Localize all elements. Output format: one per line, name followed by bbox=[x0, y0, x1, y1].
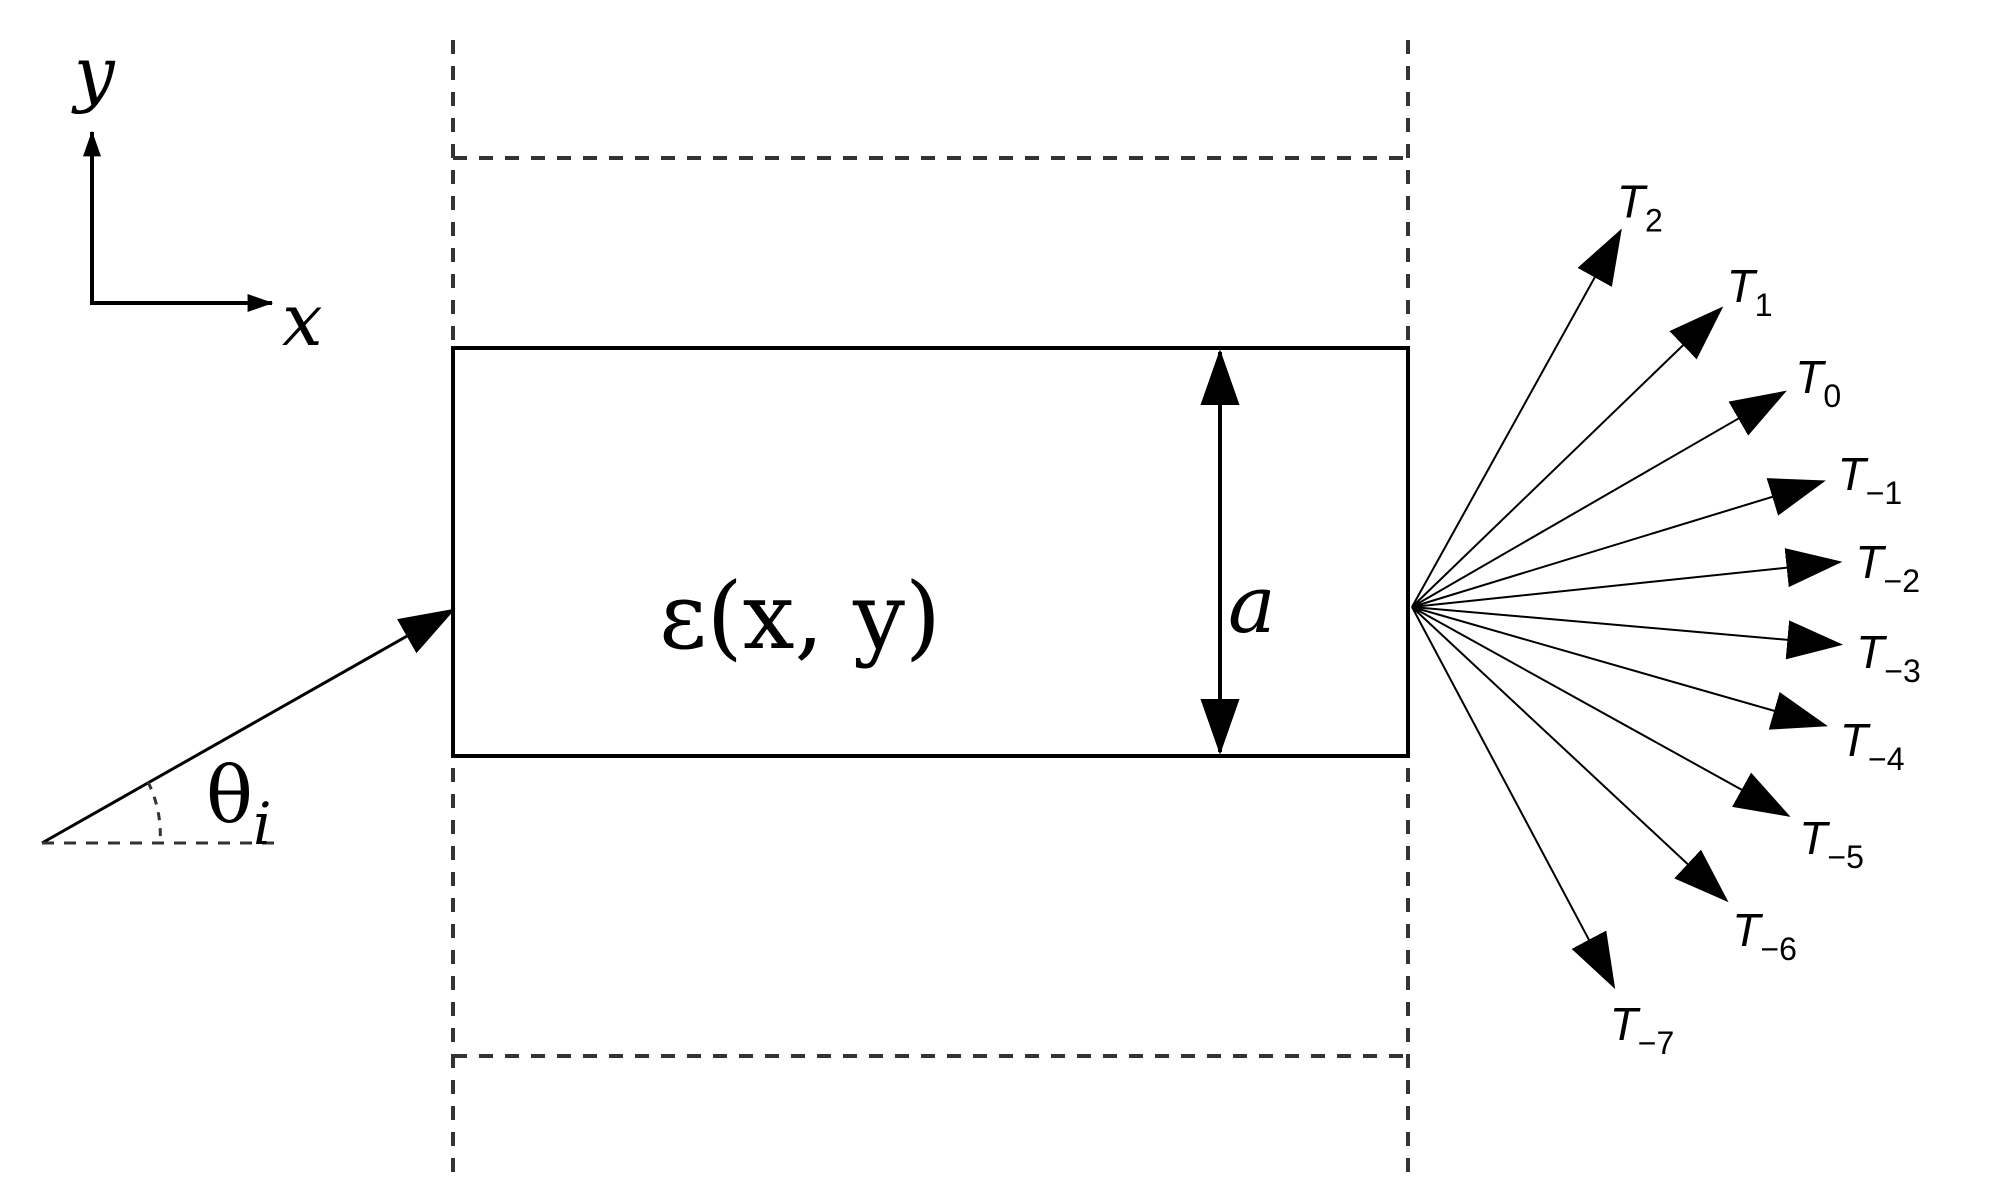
scattering-structure: ε(x, y) a bbox=[451, 346, 1410, 758]
order-arrow bbox=[1411, 606, 1828, 730]
order-arrow bbox=[1411, 548, 1843, 608]
order-symbol: T bbox=[1617, 176, 1648, 228]
order-subscript: −1 bbox=[1866, 475, 1902, 511]
order-arrow bbox=[1411, 390, 1787, 608]
x-axis-label: x bbox=[282, 278, 323, 362]
order-symbol: T bbox=[1795, 351, 1826, 403]
order-arrow bbox=[1411, 478, 1826, 608]
angle-subscript: i bbox=[253, 790, 272, 858]
order-label: T2 bbox=[1617, 176, 1663, 239]
order-label: T−3 bbox=[1856, 626, 1921, 689]
order-label: T−1 bbox=[1838, 448, 1903, 511]
order-label: T0 bbox=[1795, 351, 1841, 414]
incident-beam: θi bbox=[41, 608, 456, 858]
order-symbol: T bbox=[1610, 998, 1641, 1050]
order-label: T−5 bbox=[1799, 812, 1864, 875]
angle-symbol: θ bbox=[206, 751, 253, 841]
order-symbol: T bbox=[1799, 812, 1830, 864]
order-subscript: −7 bbox=[1638, 1025, 1674, 1061]
incidence-angle-arc bbox=[146, 781, 162, 844]
order-arrow bbox=[1411, 306, 1724, 608]
order-label: T−2 bbox=[1855, 536, 1920, 599]
period-label: a bbox=[1228, 558, 1276, 651]
order-symbol: T bbox=[1855, 536, 1886, 588]
order-subscript: −6 bbox=[1760, 931, 1796, 967]
incidence-angle-label: θi bbox=[206, 751, 272, 858]
order-label: T−7 bbox=[1610, 998, 1675, 1061]
order-subscript: −5 bbox=[1827, 839, 1863, 875]
order-arrow bbox=[1411, 228, 1622, 608]
order-label: T−4 bbox=[1840, 714, 1905, 777]
order-arrow bbox=[1411, 606, 1616, 990]
order-symbol: T bbox=[1856, 626, 1887, 678]
incident-arrow bbox=[41, 608, 456, 845]
order-arrow bbox=[1411, 606, 1791, 817]
order-subscript: −4 bbox=[1868, 741, 1904, 777]
order-symbol: T bbox=[1838, 448, 1869, 500]
order-label: T1 bbox=[1727, 260, 1773, 323]
order-subscript: 2 bbox=[1645, 203, 1663, 239]
order-symbol: T bbox=[1732, 904, 1763, 956]
order-arrow bbox=[1411, 606, 1729, 903]
order-subscript: 1 bbox=[1755, 287, 1773, 323]
order-subscript: −2 bbox=[1884, 563, 1920, 599]
coordinate-axes: y x bbox=[71, 31, 323, 362]
permittivity-label: ε(x, y) bbox=[659, 563, 941, 670]
order-symbol: T bbox=[1840, 714, 1871, 766]
order-subscript: −3 bbox=[1884, 653, 1920, 689]
structure-rectangle bbox=[451, 346, 1410, 758]
unit-cell-boundaries bbox=[451, 40, 1410, 1175]
order-arrow bbox=[1411, 606, 1844, 660]
order-subscript: 0 bbox=[1823, 378, 1841, 414]
y-axis-label: y bbox=[71, 31, 116, 115]
order-label: T−6 bbox=[1732, 904, 1797, 967]
order-symbol: T bbox=[1727, 260, 1758, 312]
